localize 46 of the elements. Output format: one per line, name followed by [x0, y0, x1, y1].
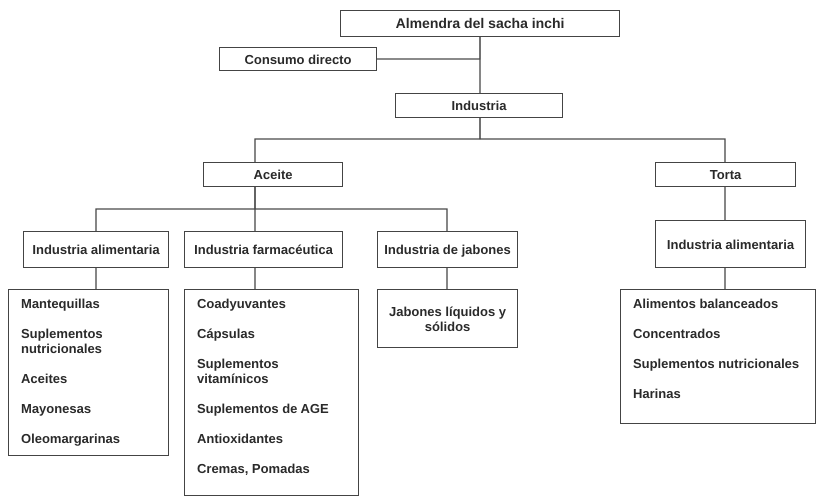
node-label: Almendra del sacha inchi [396, 16, 564, 31]
node-label: Industria [452, 98, 506, 113]
connector-line [479, 118, 726, 162]
list-item-text: Suplementos de AGE [197, 401, 329, 416]
node-label: Torta [710, 167, 742, 182]
node-label: Industria farmacéutica [194, 242, 333, 257]
list-item-text: Aceites [21, 371, 68, 386]
industry-box [377, 231, 518, 268]
list-item-text: Alimentos balanceados [633, 296, 778, 311]
connector-line [446, 268, 448, 289]
connector-line [254, 187, 448, 231]
list-item-text: Coadyuvantes [197, 296, 286, 311]
root-box [340, 10, 620, 37]
list-item-text: Mantequillas [21, 296, 100, 311]
list-item-text: Cremas, Pomadas [197, 461, 310, 476]
connector-line [724, 268, 726, 289]
node-label: Industria alimentaria [32, 242, 160, 257]
list-item-text: Mayonesas [21, 401, 92, 416]
list-item-text: Suplementos vitamínicos [197, 356, 280, 386]
list-item-text: Cápsulas [197, 326, 255, 341]
product-list-box [184, 289, 359, 496]
category-box [655, 162, 796, 187]
product-box [377, 289, 518, 348]
product-list-box [8, 289, 169, 456]
category-box [219, 47, 377, 71]
node-label: Aceite [253, 167, 293, 182]
node-label: Industria alimentaria [666, 236, 794, 252]
list-item-text: Harinas [633, 386, 681, 401]
connector-line [479, 37, 481, 93]
product-list-box [620, 289, 816, 424]
list-item-text: Oleomargarinas [21, 431, 120, 446]
industry-box [23, 231, 169, 268]
connector-line [254, 268, 256, 289]
connector-line [724, 187, 726, 220]
node-label: Consumo directo [244, 52, 352, 66]
category-box [395, 93, 563, 118]
node-label: Jabones líquidos y sólidos [388, 304, 508, 334]
industry-box [184, 231, 343, 268]
category-box [203, 162, 343, 187]
list-item-text: Antioxidantes [197, 431, 283, 446]
list-item-text: Concentrados [633, 326, 720, 341]
list-item-text: Suplementos nutricionales [633, 356, 800, 371]
list-item-text: Suplementos nutricionales [21, 326, 104, 356]
node-label: Industria de jabones [384, 242, 511, 257]
industry-box [655, 220, 806, 268]
connector-line [95, 268, 97, 289]
